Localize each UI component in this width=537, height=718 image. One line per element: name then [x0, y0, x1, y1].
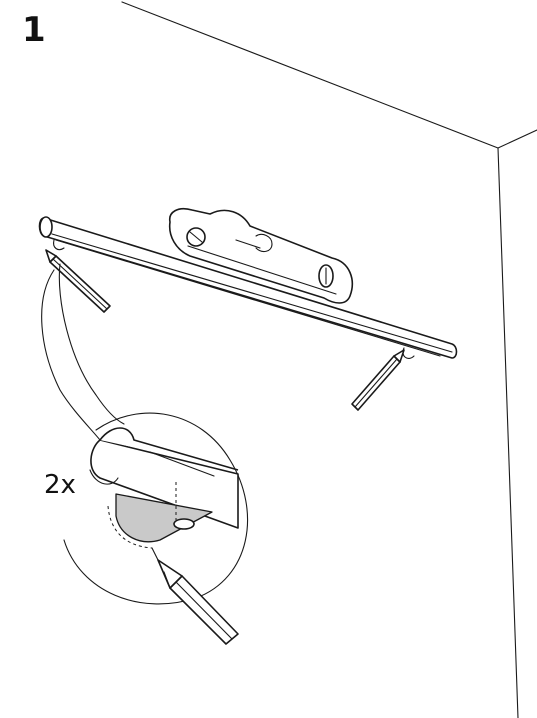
callout-connector [41, 263, 125, 441]
detail-callout [63, 412, 249, 645]
pencil-icon [351, 349, 405, 411]
step-number: 1 [22, 10, 46, 50]
pencil-icon [45, 249, 111, 313]
wall-bracket-icon [168, 207, 354, 304]
pencil-icon [151, 547, 239, 645]
wall-corner [121, 1, 537, 718]
quantity-label: 2x [44, 470, 76, 500]
